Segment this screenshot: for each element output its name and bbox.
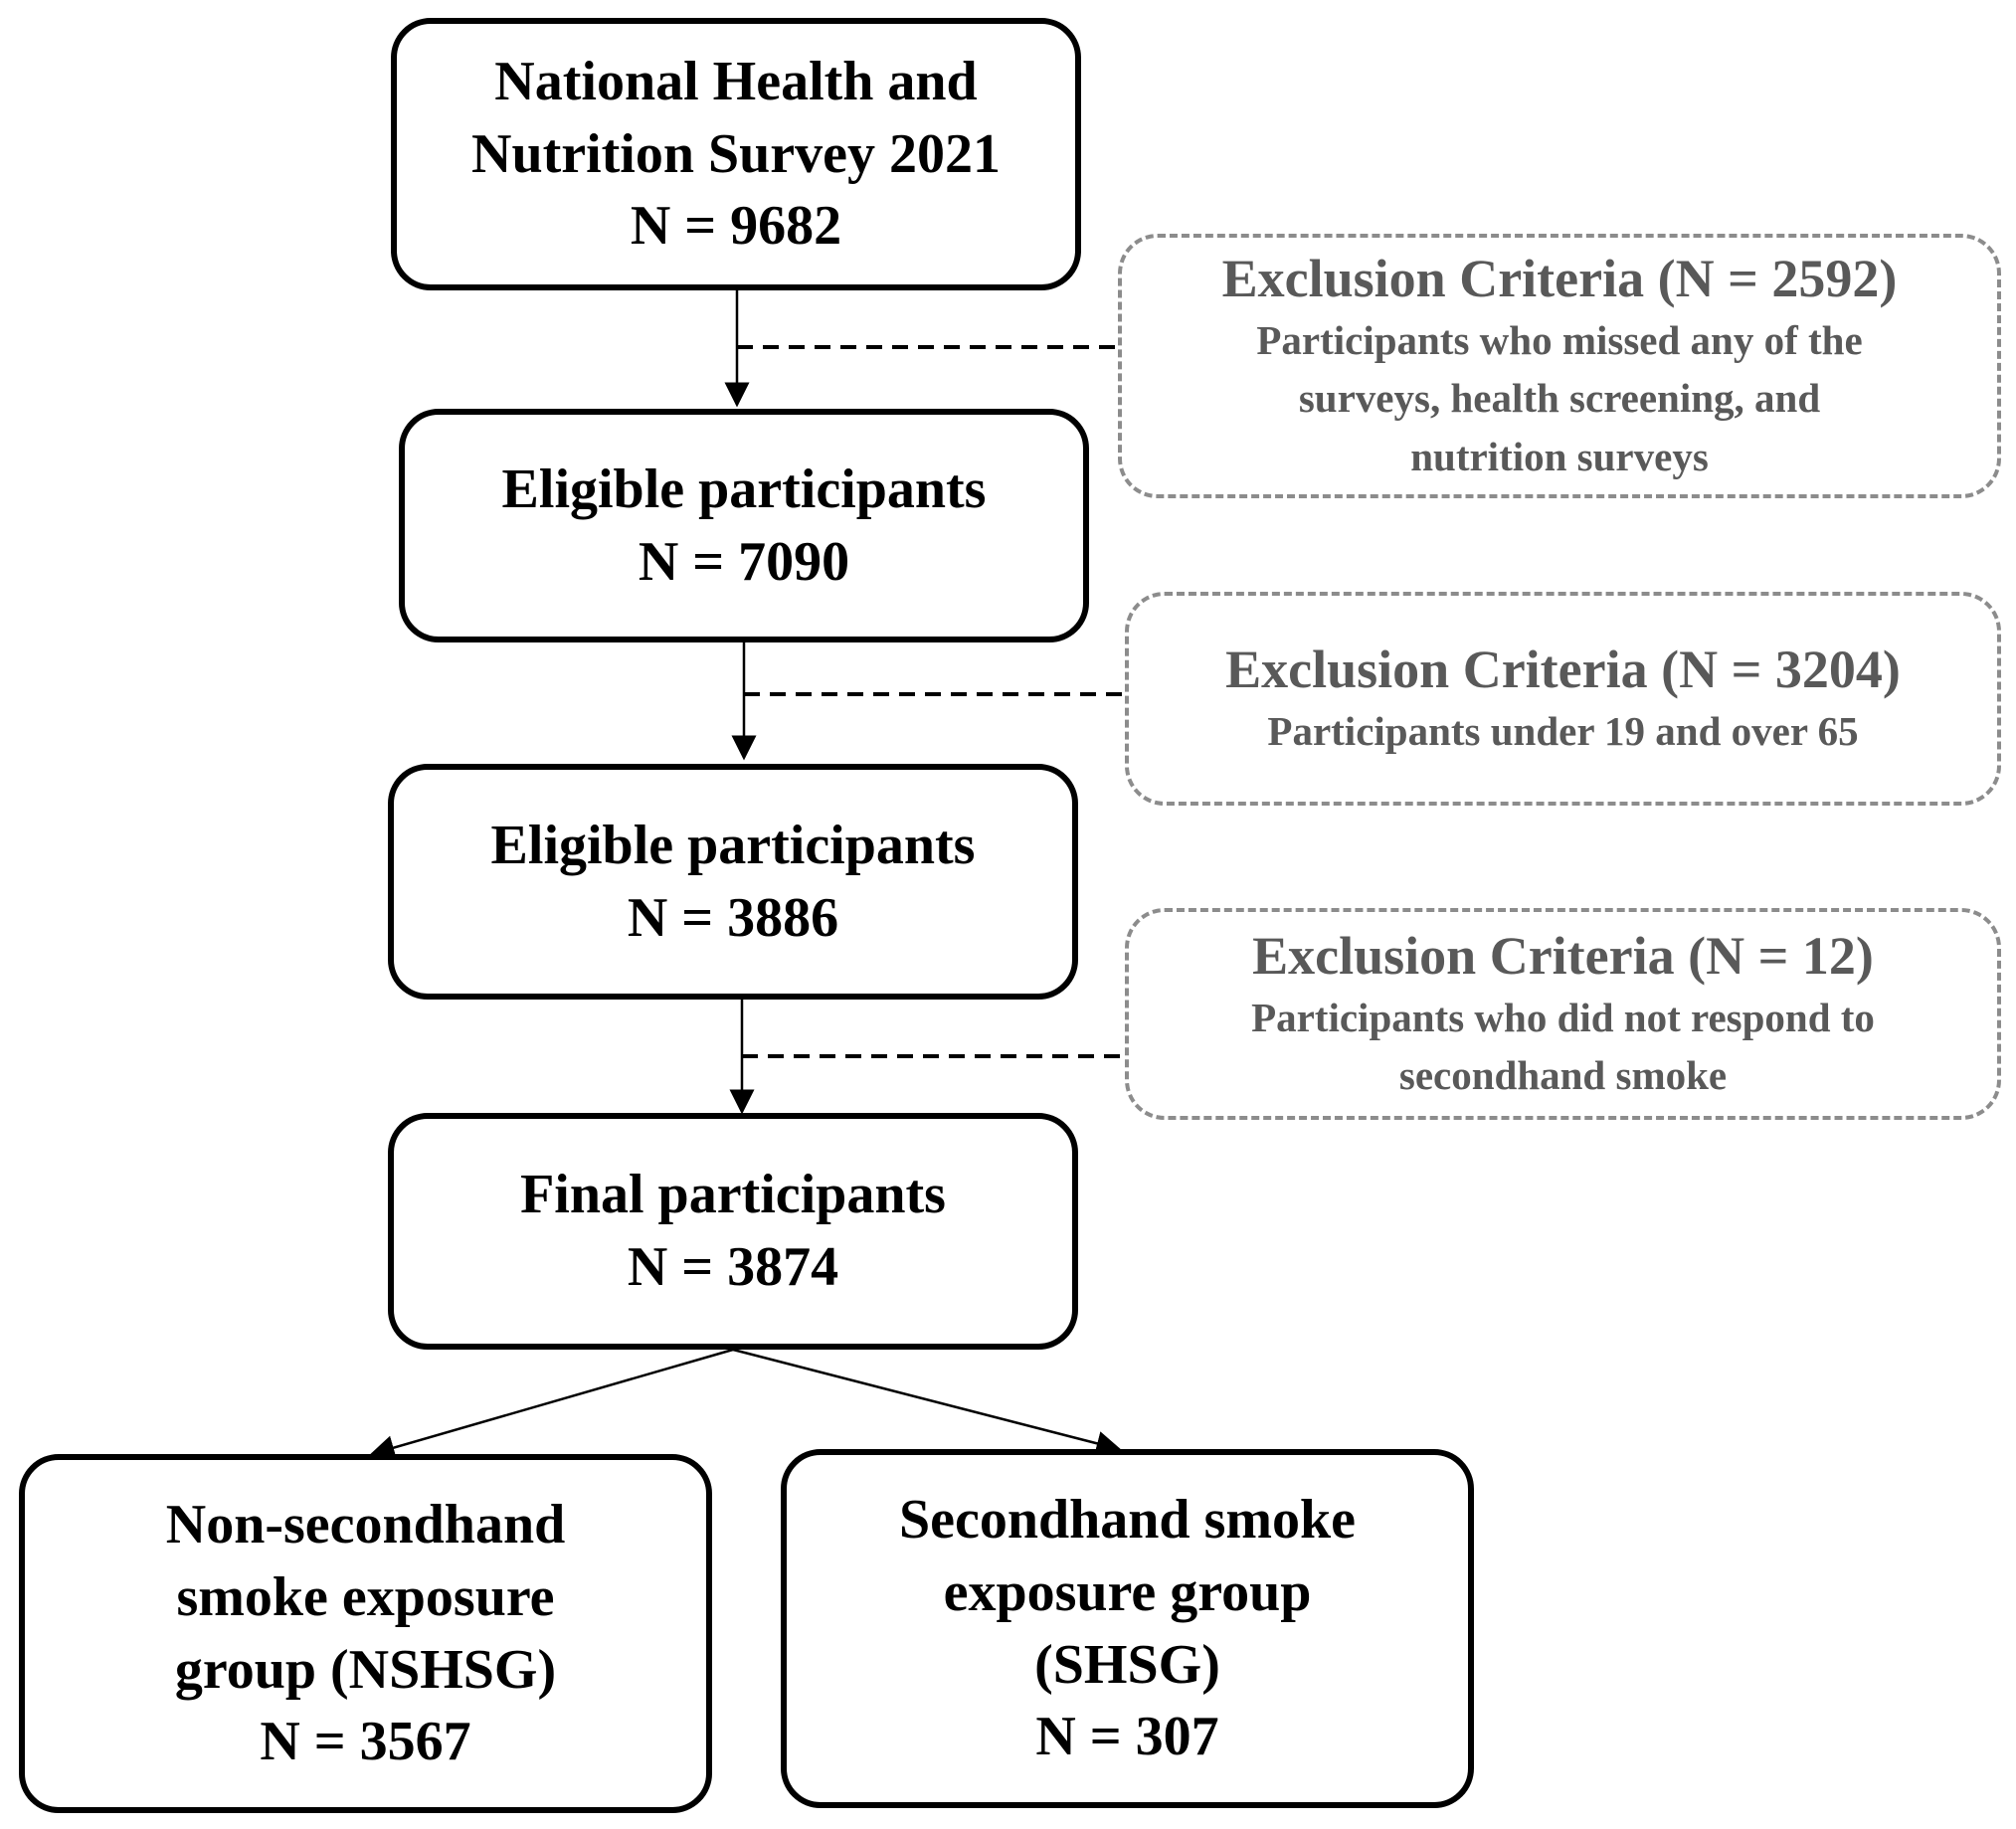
- nshsg-box-line-3: group (NSHSG): [174, 1638, 557, 1701]
- shsg-box-count: N = 307: [1035, 1706, 1219, 1768]
- exclusion-criteria-box-3: Exclusion Criteria (N = 12) Participants…: [1125, 908, 2001, 1120]
- eligible-box-2-count: N = 3886: [627, 886, 839, 949]
- exclusion-criteria-box-2: Exclusion Criteria (N = 3204) Participan…: [1125, 592, 2001, 806]
- final-box-count: N = 3874: [627, 1236, 839, 1298]
- source-box-count: N = 9682: [630, 195, 842, 258]
- nshsg-box: Non-secondhand smoke exposure group (NSH…: [19, 1454, 712, 1813]
- nshsg-box-line-2: smoke exposure: [176, 1565, 555, 1628]
- exclusion-1-title: Exclusion Criteria (N = 2592): [1221, 249, 1898, 309]
- exclusion-criteria-box-1: Exclusion Criteria (N = 2592) Participan…: [1118, 234, 2001, 498]
- exclusion-1-line-3: nutrition surveys: [1410, 433, 1709, 479]
- eligible-box-1-count: N = 7090: [638, 530, 850, 593]
- nshsg-box-line-1: Non-secondhand: [165, 1493, 566, 1555]
- nshsg-box-count: N = 3567: [260, 1711, 471, 1773]
- source-box: National Health and Nutrition Survey 202…: [391, 18, 1081, 290]
- source-box-line-1: National Health and: [494, 50, 978, 112]
- shsg-box-line-2: exposure group: [943, 1560, 1312, 1623]
- final-participants-box: Final participants N = 3874: [388, 1113, 1078, 1350]
- exclusion-3-line-2: secondhand smoke: [1398, 1051, 1728, 1098]
- exclusion-1-line-1: Participants who missed any of the: [1256, 317, 1863, 364]
- shsg-box-line-3: (SHSG): [1034, 1633, 1220, 1696]
- eligible-participants-box-2: Eligible participants N = 3886: [388, 764, 1078, 1000]
- eligible-participants-box-1: Eligible participants N = 7090: [399, 409, 1089, 642]
- exclusion-3-line-1: Participants who did not respond to: [1251, 994, 1875, 1040]
- eligible-box-2-label: Eligible participants: [490, 814, 976, 876]
- exclusion-2-title: Exclusion Criteria (N = 3204): [1225, 639, 1901, 699]
- shsg-box: Secondhand smoke exposure group (SHSG) N…: [781, 1449, 1474, 1808]
- exclusion-3-title: Exclusion Criteria (N = 12): [1252, 925, 1874, 986]
- exclusion-1-line-2: surveys, health screening, and: [1298, 375, 1821, 422]
- exclusion-2-line-1: Participants under 19 and over 65: [1267, 707, 1859, 754]
- final-box-label: Final participants: [520, 1164, 946, 1226]
- arrow-final-to-shsg: [732, 1348, 1122, 1456]
- arrow-final-to-nshsg: [369, 1348, 734, 1460]
- source-box-line-2: Nutrition Survey 2021: [471, 122, 1001, 185]
- shsg-box-line-1: Secondhand smoke: [898, 1488, 1357, 1551]
- eligible-box-1-label: Eligible participants: [501, 457, 987, 520]
